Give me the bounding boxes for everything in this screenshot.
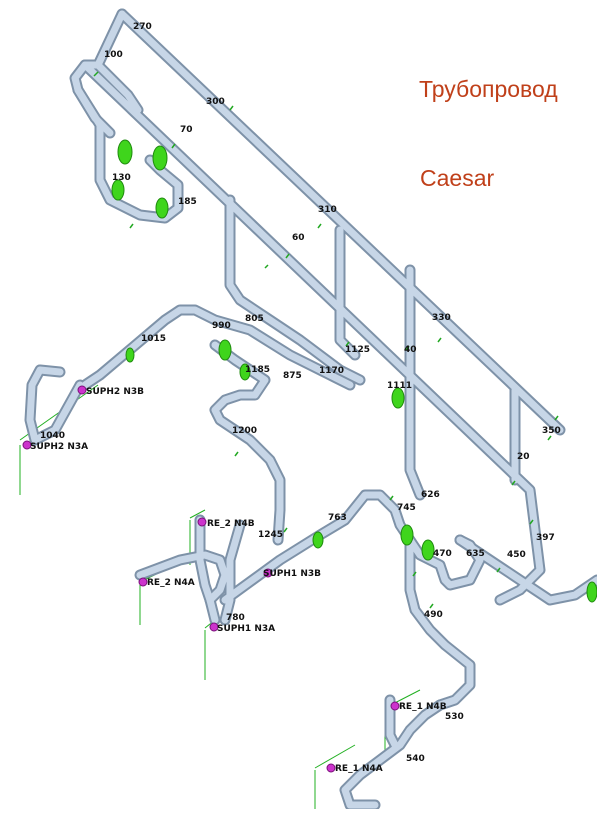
node-label: RE_1 N4A bbox=[335, 764, 383, 774]
node-label: 450 bbox=[507, 550, 526, 560]
support-marker bbox=[209, 622, 219, 632]
node-label: 875 bbox=[283, 371, 302, 381]
node-label: 805 bbox=[245, 314, 264, 324]
node-label: 540 bbox=[406, 754, 425, 764]
node-label: RE_2 N4B bbox=[207, 519, 255, 529]
supports bbox=[22, 385, 400, 773]
valve-fitting bbox=[312, 531, 324, 549]
node-label: 100 bbox=[104, 50, 123, 60]
node-label: SUPH2 N3B bbox=[86, 387, 144, 397]
node-label: 1200 bbox=[232, 426, 257, 436]
support-marker bbox=[138, 577, 148, 587]
node-label: 1111 bbox=[387, 381, 412, 391]
node-label: 350 bbox=[542, 426, 561, 436]
node-label: 1170 bbox=[319, 366, 344, 376]
valve-fitting bbox=[111, 179, 125, 201]
node-label: 780 bbox=[226, 613, 245, 623]
valve-fitting bbox=[125, 347, 135, 363]
node-label: SUPH1 N3A bbox=[217, 624, 275, 634]
valve-fitting bbox=[218, 339, 232, 361]
node-label: 60 bbox=[292, 233, 305, 243]
node-label: 397 bbox=[536, 533, 555, 543]
valve-fitting bbox=[155, 197, 169, 219]
valve-fitting bbox=[421, 539, 435, 561]
valve-fitting bbox=[586, 581, 597, 603]
support-marker bbox=[22, 440, 32, 450]
node-label: 300 bbox=[206, 97, 225, 107]
node-label: 185 bbox=[178, 197, 197, 207]
node-label: 1125 bbox=[345, 345, 370, 355]
node-label: 1015 bbox=[141, 334, 166, 344]
node-label: 1245 bbox=[258, 530, 283, 540]
node-label: 635 bbox=[466, 549, 485, 559]
node-label: 490 bbox=[424, 610, 443, 620]
node-markers bbox=[93, 71, 559, 609]
node-label: 310 bbox=[318, 205, 337, 215]
fittings bbox=[111, 139, 597, 603]
valve-fitting bbox=[239, 363, 251, 381]
pipe-runs bbox=[24, 8, 597, 811]
node-label: 270 bbox=[133, 22, 152, 32]
valve-fitting bbox=[391, 387, 405, 409]
node-label: 1040 bbox=[40, 431, 65, 441]
support-marker bbox=[390, 701, 400, 711]
node-label: 130 bbox=[112, 173, 131, 183]
node-label: 40 bbox=[404, 345, 417, 355]
valve-fitting bbox=[152, 145, 168, 171]
node-label: 470 bbox=[433, 549, 452, 559]
node-label: SUPH1 N3B bbox=[263, 569, 321, 579]
node-label: 20 bbox=[517, 452, 530, 462]
node-label: 1185 bbox=[245, 365, 270, 375]
support-marker bbox=[77, 385, 87, 395]
node-label: RE_2 N4A bbox=[147, 578, 195, 588]
node-label: 330 bbox=[432, 313, 451, 323]
support-marker bbox=[197, 517, 207, 527]
node-label: RE_1 N4B bbox=[399, 702, 447, 712]
valve-fitting bbox=[117, 139, 133, 165]
support-marker bbox=[263, 568, 273, 578]
node-label: 530 bbox=[445, 712, 464, 722]
node-labels: 270 100 300 70 130 185 310 60 805 990 10… bbox=[30, 22, 561, 774]
diagram-title: Трубопровод bbox=[419, 76, 558, 102]
node-label: 745 bbox=[397, 503, 416, 513]
node-label: SUPH2 N3A bbox=[30, 442, 88, 452]
support-marker bbox=[326, 763, 336, 773]
node-label: 626 bbox=[421, 490, 440, 500]
node-label: 990 bbox=[212, 321, 231, 331]
diagram-subtitle: Caesar bbox=[420, 165, 495, 191]
valve-fitting bbox=[400, 524, 414, 546]
node-label: 763 bbox=[328, 513, 347, 523]
node-label: 70 bbox=[180, 125, 193, 135]
